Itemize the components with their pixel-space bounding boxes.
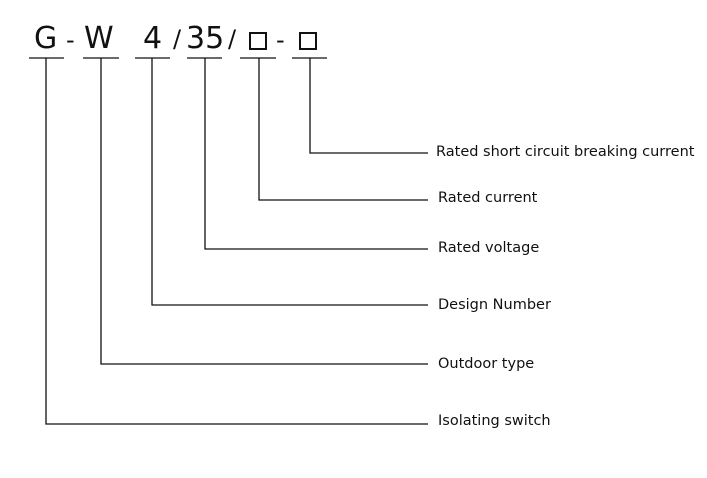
code-slash-2: /	[228, 25, 237, 53]
label-isolating-switch: Isolating switch	[438, 413, 551, 429]
label-design-number: Design Number	[438, 297, 551, 313]
code-dash-1: -	[66, 26, 75, 54]
code-dash-2: -	[276, 26, 285, 54]
code-char-g: G	[34, 21, 58, 56]
placeholder-box-current	[249, 32, 267, 50]
leader-rated-voltage	[204, 58, 428, 250]
code-slash-1: /	[173, 25, 182, 53]
placeholder-box-breaking-current	[299, 32, 317, 50]
leader-breaking-current	[309, 58, 428, 154]
leader-rated-current	[258, 58, 428, 201]
label-outdoor-type: Outdoor type	[438, 356, 535, 372]
leader-isolating-switch	[45, 58, 428, 425]
label-breaking-current: Rated short circuit breaking current	[436, 144, 695, 160]
leader-outdoor-type	[100, 58, 428, 365]
leader-design-number	[151, 58, 428, 306]
label-rated-current: Rated current	[438, 190, 538, 206]
code-char-4: 4	[143, 21, 163, 56]
code-char-w: W	[84, 21, 114, 56]
code-char-35: 35	[186, 21, 225, 56]
label-rated-voltage: Rated voltage	[438, 240, 540, 256]
